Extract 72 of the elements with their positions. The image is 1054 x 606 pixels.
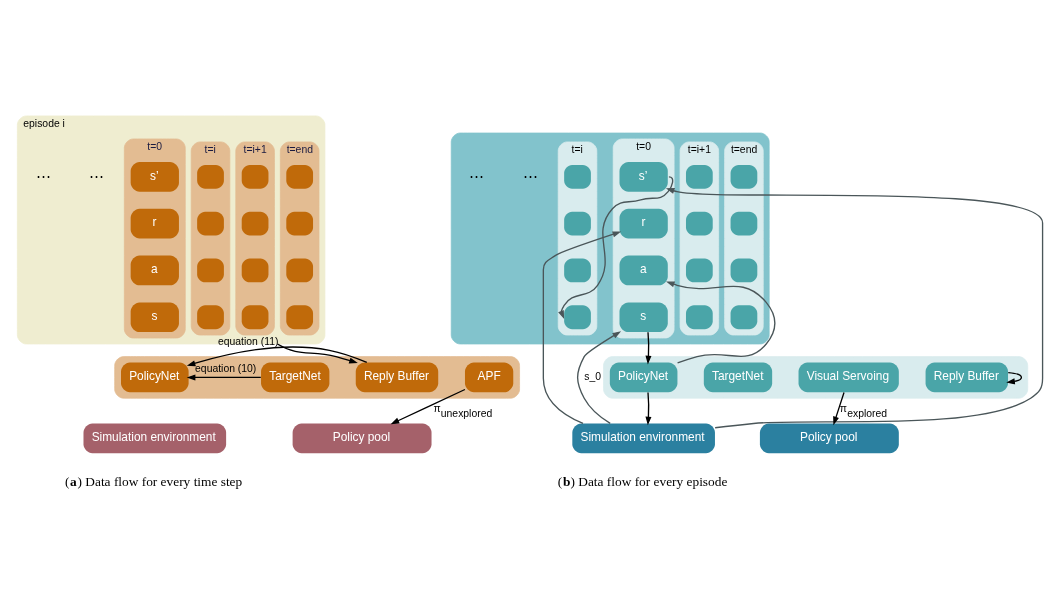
node-box bbox=[286, 164, 314, 189]
node-box bbox=[686, 164, 713, 189]
node-box bbox=[686, 211, 713, 235]
node-box bbox=[686, 304, 713, 329]
node-box: r bbox=[619, 208, 668, 238]
cluster: t=i+1 bbox=[679, 141, 720, 335]
node-box: PolicyNet bbox=[121, 362, 189, 392]
node-box: s bbox=[130, 301, 179, 332]
arrow bbox=[186, 345, 368, 366]
node-box bbox=[730, 164, 758, 189]
node-box: Simulation environment bbox=[83, 423, 227, 453]
node-box: Visual Servoing bbox=[798, 362, 899, 392]
node-box bbox=[286, 258, 314, 282]
arrow bbox=[645, 391, 652, 425]
node-box: Simulation environment bbox=[572, 423, 715, 453]
node-box bbox=[197, 258, 224, 282]
node-box bbox=[564, 304, 591, 329]
node-box: Policy pool bbox=[292, 423, 432, 453]
node-box: APF bbox=[464, 362, 514, 392]
cluster: t=end bbox=[280, 141, 320, 335]
arrow bbox=[576, 330, 622, 424]
node-box bbox=[197, 304, 224, 329]
arrow bbox=[542, 230, 622, 424]
node-box bbox=[564, 258, 591, 282]
node-box bbox=[730, 211, 758, 235]
node-box bbox=[286, 211, 314, 235]
arrow bbox=[833, 391, 845, 425]
node-box bbox=[686, 258, 713, 282]
node-box: TargetNet bbox=[261, 362, 330, 392]
node-box bbox=[564, 164, 591, 189]
node-box bbox=[241, 304, 269, 329]
arrow bbox=[1006, 371, 1023, 384]
label: ⋯ bbox=[522, 167, 538, 184]
label: ⋯ bbox=[469, 167, 485, 184]
node-box: PolicyNet bbox=[609, 362, 678, 392]
label: ⋯ bbox=[35, 167, 51, 184]
node-box: a bbox=[619, 255, 668, 285]
arrow bbox=[665, 187, 1044, 428]
node-box bbox=[241, 164, 269, 189]
cluster: t=i+1 bbox=[235, 141, 275, 335]
node-box bbox=[241, 258, 269, 282]
node-box bbox=[241, 211, 269, 235]
node-box: TargetNet bbox=[703, 362, 773, 392]
edge-label: equation (11) bbox=[217, 335, 279, 347]
cluster bbox=[450, 132, 770, 344]
node-box bbox=[286, 304, 314, 329]
node-box bbox=[730, 304, 758, 329]
arrow bbox=[666, 280, 776, 364]
node-box: s’ bbox=[619, 161, 668, 192]
label: ⋯ bbox=[89, 167, 105, 184]
node-box: Policy pool bbox=[759, 423, 899, 453]
node-box: s bbox=[619, 301, 668, 332]
cluster: t=i bbox=[190, 141, 231, 335]
arrow bbox=[645, 331, 652, 364]
node-box: r bbox=[130, 208, 179, 238]
edge-label: s_0 bbox=[584, 370, 601, 382]
arrow bbox=[558, 175, 674, 319]
node-box: Reply Buffer bbox=[925, 362, 1009, 392]
cluster: t=end bbox=[724, 141, 764, 335]
arrow bbox=[390, 388, 466, 424]
node-box: s’ bbox=[130, 161, 179, 192]
node-box bbox=[564, 211, 591, 235]
arrow bbox=[276, 342, 358, 363]
node-box bbox=[197, 164, 224, 189]
node-box bbox=[730, 258, 758, 282]
node-box: Reply Buffer bbox=[355, 362, 439, 392]
node-box bbox=[197, 211, 224, 235]
arrow bbox=[186, 373, 262, 380]
label: (a) Data flow for every time step bbox=[64, 473, 243, 489]
node-box: a bbox=[130, 255, 179, 285]
label: (b) Data flow for every episode bbox=[557, 473, 728, 489]
edge-label: equation (10) bbox=[195, 362, 257, 374]
